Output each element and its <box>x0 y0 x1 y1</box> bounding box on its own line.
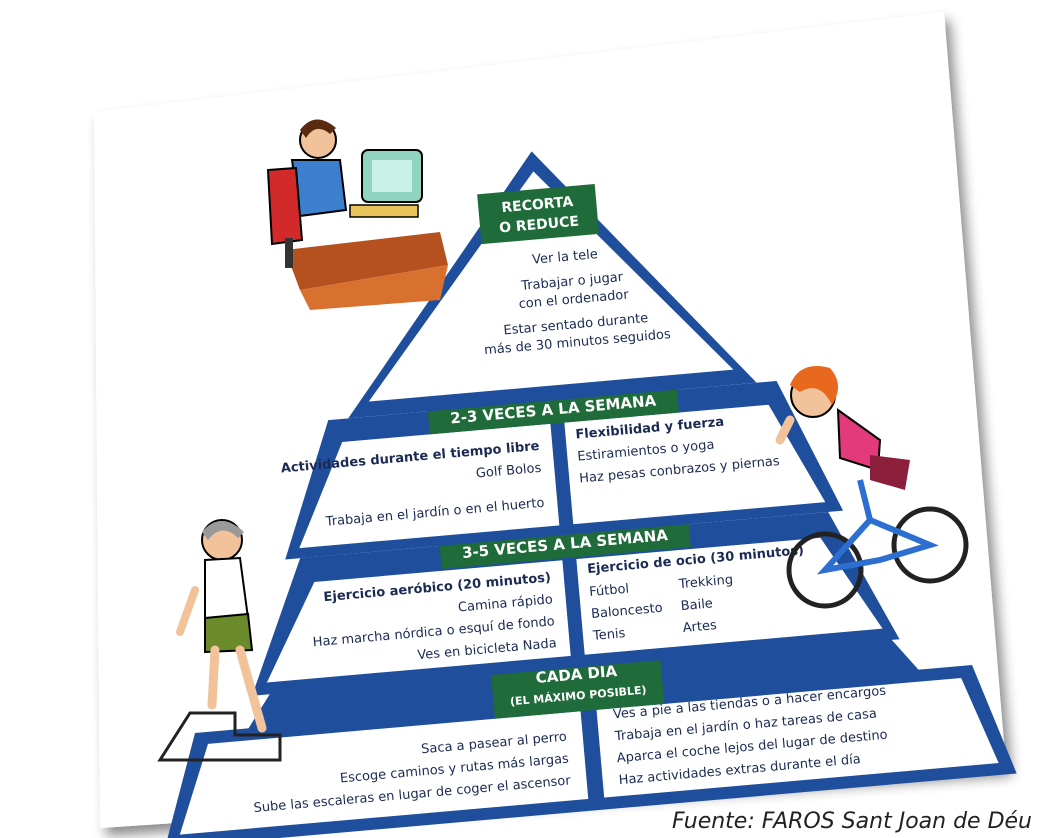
top-item-1: Ver la tele <box>532 247 599 268</box>
pyramid-base-level: CADA DÍA (EL MÁXIMO POSIBLE) <box>164 637 1017 838</box>
pyramid-level2: 2-3 VECES A LA SEMANA <box>285 380 844 560</box>
level3-header-badge <box>439 517 691 569</box>
top-header-line2: O REDUCE <box>499 214 580 237</box>
woman-climbing-stairs-illustration <box>157 519 282 762</box>
top-header-line1: RECORTA <box>501 194 574 216</box>
level3-right-col1-3: Tenis <box>591 626 626 644</box>
person-at-computer-illustration <box>266 119 448 310</box>
level3-right-col1-1: Fútbol <box>589 582 630 600</box>
level3-right-col2-1: Trekking <box>677 573 733 593</box>
level3-right-col1-2: Baloncesto <box>591 601 664 622</box>
level3-right-col2-2: Baile <box>680 596 713 614</box>
level2-left-row1: Golf Bolos <box>475 461 542 482</box>
woman-cycling-illustration <box>775 366 969 609</box>
level3-right-col2-3: Artes <box>682 618 718 636</box>
pyramid-top-level: RECORTA O REDUCE <box>348 151 757 419</box>
pyramid-level3: 3-5 VECES A LA SEMANA <box>251 511 900 696</box>
level2-header-badge <box>427 382 679 435</box>
top-header-badge <box>477 184 600 245</box>
source-caption: Fuente: FAROS Sant Joan de Déu <box>671 809 1032 834</box>
